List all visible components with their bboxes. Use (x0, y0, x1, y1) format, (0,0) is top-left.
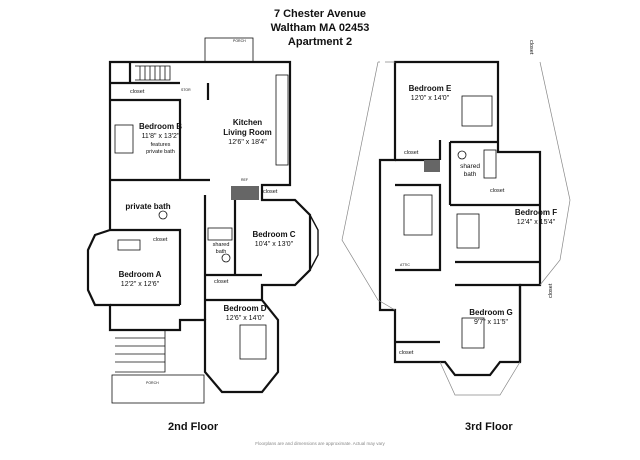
second-floor-walls (86, 60, 312, 394)
kitchen-living: Kitchen Living Room 12'6" x 18'4" (205, 118, 290, 148)
bedroom-b: Bedroom B 11'8" x 13'2" features private… (118, 122, 203, 156)
porch-label-top: PORCH (233, 39, 246, 43)
bedroom-f-name: Bedroom F (514, 208, 558, 217)
bedroom-d: Bedroom D 12'6" x 14'0" (210, 304, 280, 324)
disclaimer-text: Floorplans are and dimensions are approx… (255, 441, 385, 446)
closet-label-a: closet (153, 237, 168, 243)
bedroom-f: Bedroom F 12'4" x 15'4" (500, 208, 572, 228)
bedroom-g: Bedroom G 9'7" x 11'5" (462, 308, 520, 328)
bedroom-b-note1: features (150, 142, 171, 148)
closet-label-e: closet (404, 150, 419, 156)
closet-label-g: closet (399, 350, 414, 356)
third-floor-label: 3rd Floor (465, 421, 513, 433)
bedroom-a-dims: 12'2" x 12'6" (120, 281, 160, 288)
closet-label-b: closet (130, 89, 145, 95)
shared-bath-3rd: shared bath (455, 163, 485, 179)
chimney-2nd (231, 186, 259, 200)
bedroom-b-name: Bedroom B (138, 122, 183, 131)
porch-label-bottom: PORCH (146, 381, 159, 385)
address-title: 7 Chester Avenue (273, 8, 367, 20)
shared-bath-2nd: shared bath (208, 242, 234, 256)
bedroom-g-name: Bedroom G (469, 308, 513, 317)
bedroom-d-dims: 12'6" x 14'0" (225, 315, 265, 322)
bedroom-e-name: Bedroom E (408, 84, 452, 93)
bedroom-a: Bedroom A 12'2" x 12'6" (100, 270, 180, 290)
attic-label: ATTIC (400, 263, 410, 267)
living-room-name: Living Room (223, 128, 272, 137)
third-floor-roofline (341, 61, 571, 396)
bath-label-2nd: bath (215, 249, 227, 255)
bath-label-3rd: bath (463, 171, 477, 178)
bedroom-c: Bedroom C 10'4" x 13'0" (238, 230, 310, 250)
bedroom-a-name: Bedroom A (118, 270, 162, 279)
shared-label-3rd: shared (460, 163, 480, 170)
closet-label-c: closet (263, 189, 278, 195)
bedroom-e-dims: 12'0" x 14'0" (410, 95, 450, 102)
second-floor-details (87, 37, 319, 404)
chimney-3rd (424, 160, 440, 172)
private-bath-label: private bath (125, 202, 171, 211)
stor-label: STOR (181, 88, 191, 92)
city-title: Waltham MA 02453 (270, 22, 370, 34)
bedroom-b-note2: private bath (146, 149, 175, 155)
shared-label-2nd: shared (212, 242, 230, 248)
bedroom-e: Bedroom E 12'0" x 14'0" (400, 84, 460, 104)
bedroom-d-name: Bedroom D (223, 304, 267, 313)
closet-label-right-g: closet (548, 283, 554, 298)
bedroom-c-dims: 10'4" x 13'0" (254, 241, 294, 248)
bedroom-b-dims: 11'8" x 13'2" (141, 133, 180, 140)
kitchen-dims: 12'6" x 18'4" (228, 139, 267, 146)
third-floor-walls (378, 60, 542, 377)
bedroom-c-name: Bedroom C (252, 230, 296, 239)
ref-label: REF (241, 178, 248, 182)
closet-label-f: closet (490, 188, 505, 194)
third-floor-details (403, 95, 497, 349)
second-floor-label: 2nd Floor (168, 421, 219, 433)
closet-label-top-right: closet (528, 40, 534, 55)
closet-label-d: closet (214, 279, 229, 285)
kitchen-name: Kitchen (232, 118, 263, 127)
unit-title: Apartment 2 (287, 36, 353, 48)
bedroom-f-dims: 12'4" x 15'4" (516, 219, 556, 226)
bedroom-g-dims: 9'7" x 11'5" (474, 319, 508, 326)
